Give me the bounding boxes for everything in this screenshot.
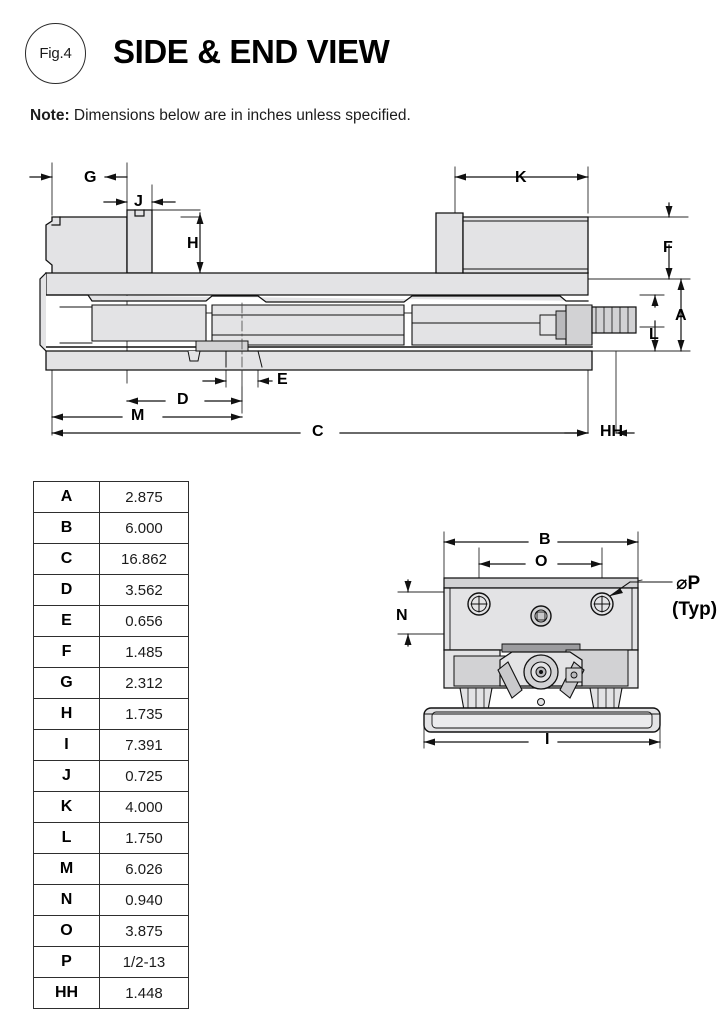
dim-key: D (33, 574, 100, 606)
dim-key: M (33, 853, 100, 885)
side-dim-label-L: L (649, 326, 659, 343)
side-dim-label-K: K (515, 169, 527, 186)
dim-key: I (33, 729, 100, 761)
side-dim-label-G: G (84, 169, 97, 186)
end-dim-label-O: O (535, 553, 548, 570)
dim-key: G (33, 667, 100, 699)
end-dim-label-N: N (396, 607, 408, 624)
dim-value: 0.725 (99, 760, 189, 792)
side-dim-label-H: H (187, 235, 199, 252)
dim-value: 1.735 (99, 698, 189, 730)
dim-key: F (33, 636, 100, 668)
end-dim-label-I: I (545, 731, 550, 748)
end-dim-label-B: B (539, 531, 551, 548)
dim-value: 2.875 (99, 481, 189, 513)
note-text: Dimensions below are in inches unless sp… (69, 107, 411, 124)
dim-value: 1.448 (99, 977, 189, 1009)
dim-key: J (33, 760, 100, 792)
dim-value: 4.000 (99, 791, 189, 823)
side-dim-label-D: D (177, 391, 189, 408)
dim-value: 3.875 (99, 915, 189, 947)
dim-value: 1/2-13 (99, 946, 189, 978)
end-view-drawing (380, 520, 721, 770)
dim-value: 1.750 (99, 822, 189, 854)
dim-value: 2.312 (99, 667, 189, 699)
dim-key: C (33, 543, 100, 575)
dim-key: L (33, 822, 100, 854)
dim-value: 6.026 (99, 853, 189, 885)
dim-value: 1.485 (99, 636, 189, 668)
note-line: Note: Dimensions below are in inches unl… (30, 107, 411, 125)
dim-value: 3.562 (99, 574, 189, 606)
side-dim-label-HH: HH (600, 423, 624, 440)
diameter-callout-line1: ⌀P (676, 573, 701, 594)
dim-key: B (33, 512, 100, 544)
dim-value: 0.940 (99, 884, 189, 916)
dim-key: E (33, 605, 100, 637)
page-title: SIDE & END VIEW (113, 33, 390, 70)
side-dim-label-E: E (277, 371, 288, 388)
side-dim-label-M: M (131, 407, 145, 424)
dim-key: N (33, 884, 100, 916)
figure-badge-label: Fig.4 (39, 45, 72, 62)
dim-key: A (33, 481, 100, 513)
diameter-callout-line2: (Typ) (672, 599, 718, 620)
side-dim-label-A: A (675, 307, 687, 324)
dim-value: 6.000 (99, 512, 189, 544)
dim-key: K (33, 791, 100, 823)
dim-key: HH (33, 977, 100, 1009)
dim-value: 0.656 (99, 605, 189, 637)
dim-key: P (33, 946, 100, 978)
side-dim-label-J: J (134, 193, 143, 210)
figure-badge: Fig.4 (25, 23, 86, 84)
dim-value: 7.391 (99, 729, 189, 761)
side-dim-label-F: F (663, 239, 673, 256)
side-dim-label-C: C (312, 423, 324, 440)
dim-key: H (33, 698, 100, 730)
dim-value: 16.862 (99, 543, 189, 575)
dim-key: O (33, 915, 100, 947)
side-view-drawing (0, 155, 721, 450)
note-prefix: Note: (30, 107, 70, 124)
